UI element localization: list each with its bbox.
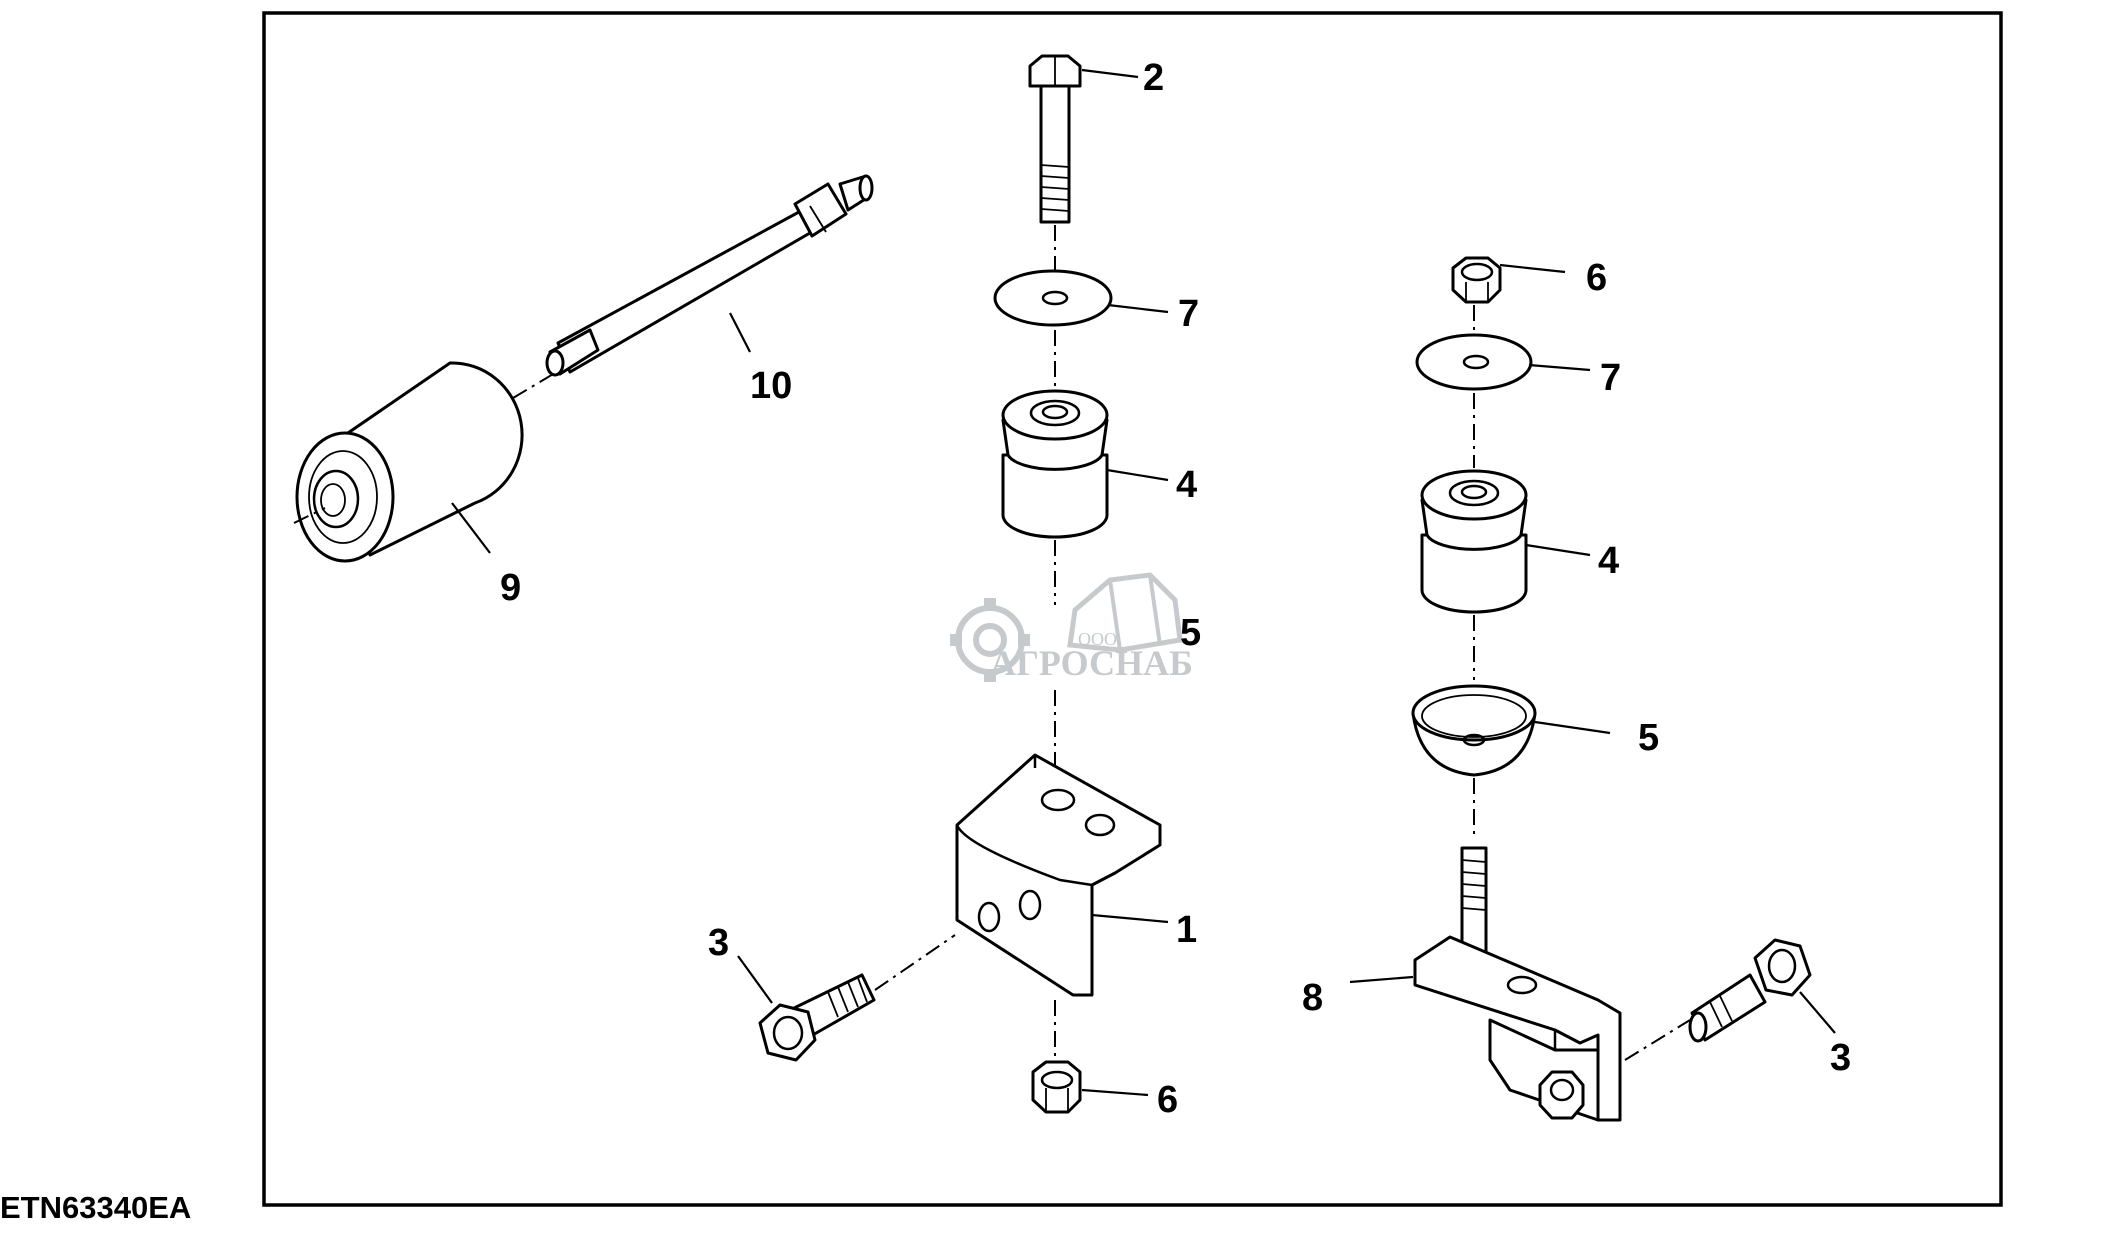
callout-4-center: 4 <box>1176 464 1197 506</box>
leader-lines <box>451 68 1836 1097</box>
right-stack <box>1411 256 1812 1122</box>
callout-5-center: 5 <box>1180 612 1201 654</box>
washer-part-7 <box>993 269 1113 327</box>
nut-part-6-upper <box>1451 256 1502 304</box>
bolt-part-2 <box>1028 54 1082 224</box>
callout-1: 1 <box>1176 909 1197 951</box>
callout-7-center: 7 <box>1178 293 1199 335</box>
bracket-part-8 <box>1413 846 1622 1122</box>
bracket-part-1 <box>955 753 1162 997</box>
diagram-frame <box>262 11 2003 1207</box>
center-stack <box>758 54 1162 1114</box>
callout-7-right: 7 <box>1600 357 1621 399</box>
nut-part-6-lower <box>1031 1060 1082 1114</box>
callout-6-lower: 6 <box>1157 1079 1178 1121</box>
callout-4-right: 4 <box>1598 540 1619 582</box>
watermark-main-text: АГРОСНАБ <box>990 643 1193 683</box>
watermark-small-text: ООО <box>1078 629 1117 649</box>
rebound-cup-part-5 <box>1411 684 1537 777</box>
callout-2: 2 <box>1143 57 1164 99</box>
washer-part-7-right <box>1415 333 1533 391</box>
bolt-part-3-left <box>758 934 956 1062</box>
callout-9: 9 <box>500 567 521 609</box>
callout-3-left: 3 <box>708 922 729 964</box>
callout-5-right: 5 <box>1638 717 1659 759</box>
shaft-part-10 <box>545 174 874 377</box>
callout-6-upper: 6 <box>1586 257 1607 299</box>
callouts: 2 7 4 5 1 3 6 10 9 6 7 4 5 8 3 <box>500 57 1851 1121</box>
callout-8: 8 <box>1302 977 1323 1019</box>
figure-id: ETN63340EA <box>0 1190 191 1225</box>
bolt-part-3-right <box>1624 938 1812 1061</box>
roller-bushing-part-9 <box>293 361 566 563</box>
isolator-part-4 <box>1001 389 1109 539</box>
isolator-part-4-right <box>1420 469 1528 614</box>
callout-10: 10 <box>750 365 792 407</box>
watermark-logo: ООО АГРОСНАБ <box>950 572 1193 683</box>
callout-3-right: 3 <box>1830 1037 1851 1079</box>
